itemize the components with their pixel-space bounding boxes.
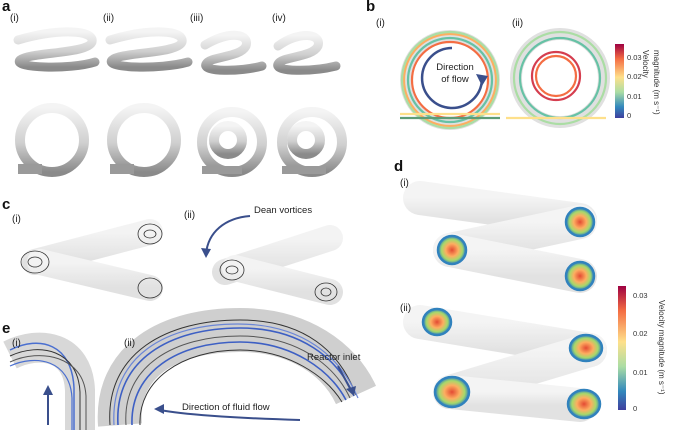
colorbar-b-tick-0: 0 <box>627 111 632 120</box>
panel-e-sub-i: (i) <box>12 338 21 349</box>
reactor-inlet-label: Reactor inlet <box>307 352 361 363</box>
dean-arrow <box>205 215 251 255</box>
colorbar-b-tick-003: 0.03 <box>627 53 642 62</box>
coil-top-views <box>15 103 347 177</box>
colorbar-d-tick-003: 0.03 <box>633 291 648 300</box>
velocity-cross-sections <box>421 206 604 420</box>
streamline-coil-i <box>400 30 500 130</box>
colorbar-d-tick-001: 0.01 <box>633 368 648 377</box>
bend-i <box>3 332 95 430</box>
panel-a-letter: a <box>2 0 11 15</box>
panel-c-sub-ii: (ii) <box>184 210 196 221</box>
dean-arrowhead <box>201 248 211 258</box>
colorbar-d <box>618 286 626 410</box>
streamline-coil-ii <box>506 28 610 128</box>
panel-e-sub-ii: (ii) <box>124 338 136 349</box>
panel-b-sub-ii: (ii) <box>512 18 524 29</box>
panel-c-sub-i: (i) <box>12 214 21 225</box>
colorbar-d-label: Velocity magnitude (m s⁻¹) <box>657 300 666 395</box>
direction-of-flow-line1: Direction <box>436 62 474 73</box>
dean-vortices-label: Dean vortices <box>254 205 313 216</box>
colorbar-b-tick-001: 0.01 <box>627 92 642 101</box>
panel-a-sub-iv: (iv) <box>272 13 286 24</box>
panel-e-letter: e <box>2 320 11 337</box>
direction-of-fluid-flow-label: Direction of fluid flow <box>182 402 270 413</box>
panel-b-sub-i: (i) <box>376 18 385 29</box>
colorbar-b-label-line1: Velocity <box>641 50 650 78</box>
panel-a-sub-i: (i) <box>10 13 19 24</box>
direction-of-flow-line2: of flow <box>441 74 469 85</box>
panel-d-letter: d <box>394 158 404 175</box>
vortex-cross-sections <box>20 223 338 302</box>
panel-a-sub-iii: (iii) <box>190 13 204 24</box>
flow-arrow <box>159 409 301 421</box>
tube-segments-d <box>403 181 607 422</box>
colorbar-b-label-line2: magnitude (m s⁻¹) <box>652 50 661 115</box>
colorbar-d-tick-0: 0 <box>633 404 638 413</box>
colorbar-d-tick-002: 0.02 <box>633 329 648 338</box>
panel-a-sub-ii: (ii) <box>103 13 115 24</box>
inlet-arrow <box>337 365 353 393</box>
bend-ii <box>97 307 377 427</box>
panel-b-letter: b <box>366 0 376 15</box>
panel-d-sub-ii: (ii) <box>400 303 412 314</box>
panel-d-sub-i: (i) <box>400 178 409 189</box>
tube-segments-c <box>22 219 343 305</box>
colorbar-b <box>615 44 624 118</box>
coil-side-views <box>13 27 341 75</box>
flow-arrowhead <box>154 404 164 414</box>
inlet-arrowhead <box>346 386 356 396</box>
direction-of-flow-label: Direction of flow <box>430 62 480 86</box>
bend-i-arrowhead <box>43 385 53 395</box>
direction-arrow <box>420 46 488 110</box>
coil-base-shadows <box>18 164 326 174</box>
panel-c-letter: c <box>2 196 11 213</box>
colorbar-b-tick-002: 0.02 <box>627 72 642 81</box>
